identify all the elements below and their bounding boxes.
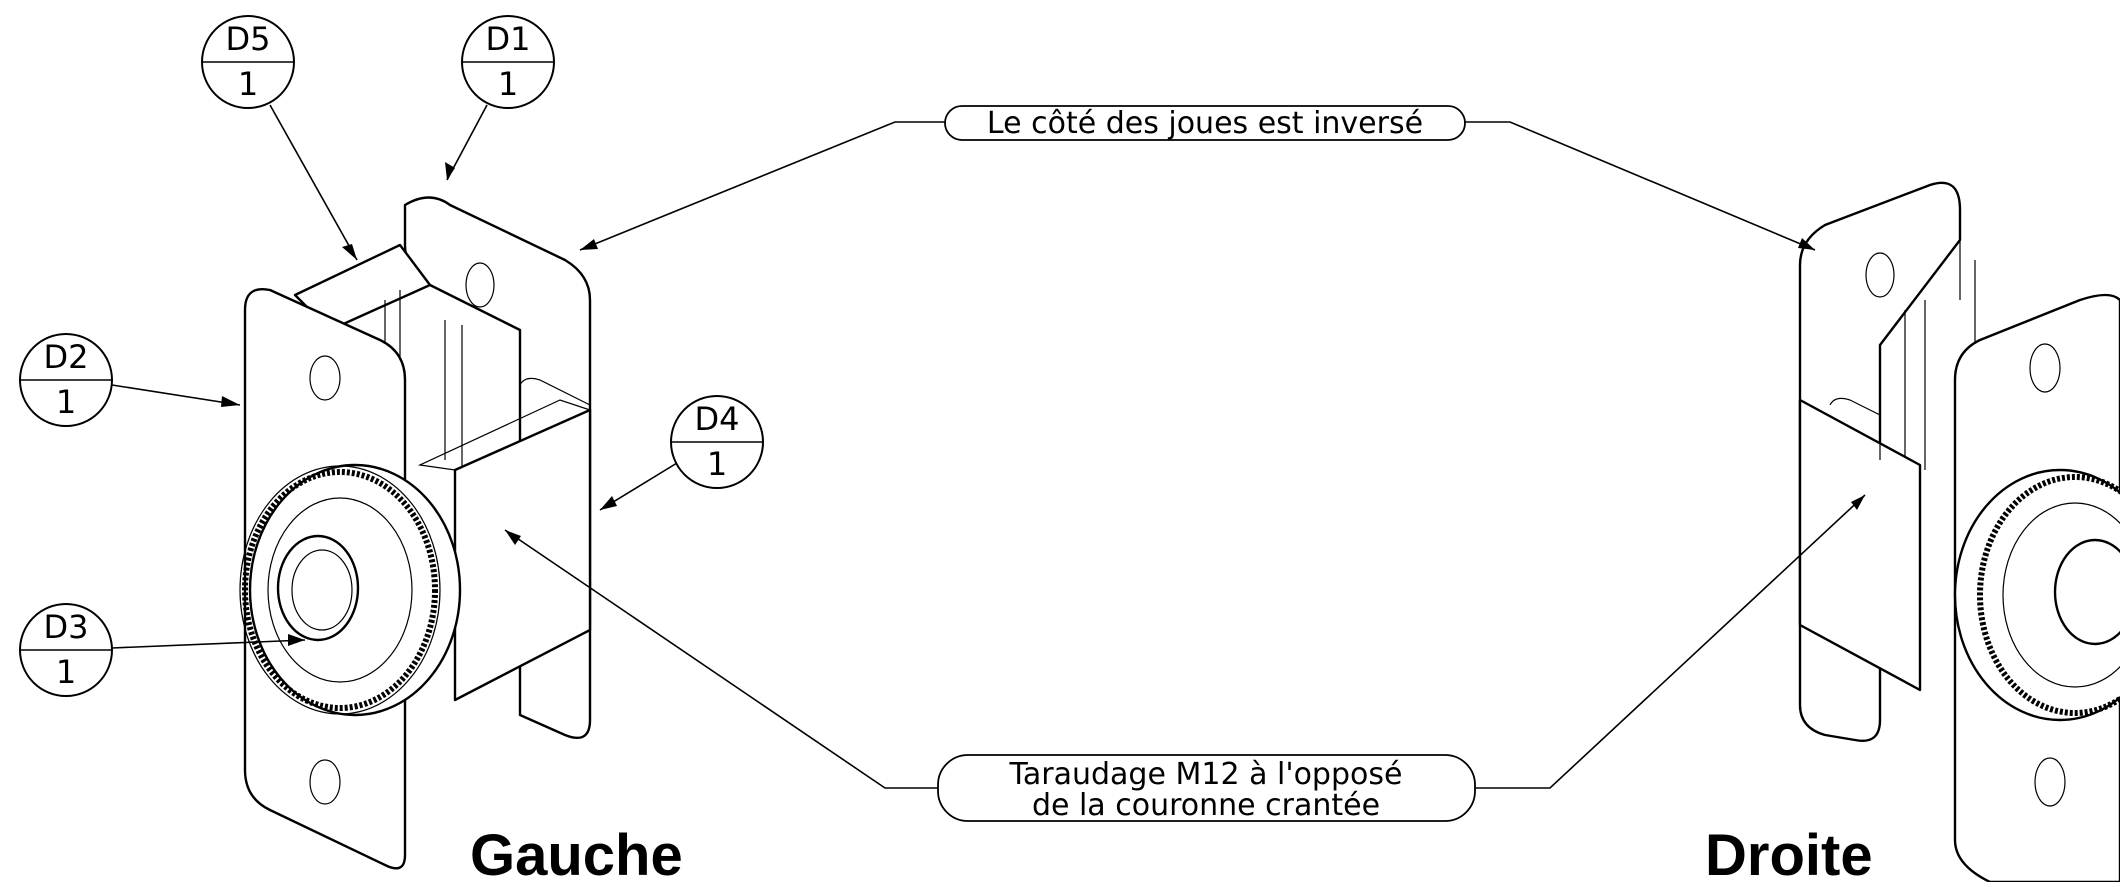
balloon-d2-bottom: 1 [56, 383, 76, 421]
right-crown-inner [2002, 502, 2120, 688]
right-rear-hole [1865, 252, 1895, 298]
balloon-d5: D5 1 [201, 15, 295, 109]
view-label-left: Gauche [470, 823, 683, 882]
arrow-tapping-right [1851, 495, 1865, 510]
right-serrated-crown [1977, 474, 2120, 716]
left-serrated-crown [242, 469, 438, 711]
balloon-d3-top: D3 [44, 608, 89, 646]
arrow-d4 [600, 496, 617, 510]
arrowheads [221, 162, 1865, 646]
balloon-d5-bottom: 1 [238, 65, 258, 103]
arrow-inverted-left [580, 239, 598, 250]
right-bore [2053, 538, 2120, 646]
note-inverted-side: Le côté des joues est inversé [944, 105, 1466, 141]
right-front-hole-bottom [2034, 757, 2066, 807]
arrow-tapping-left [505, 530, 521, 545]
left-front-hole-top [309, 355, 341, 401]
balloon-d4-top: D4 [695, 400, 740, 438]
leader-d3 [111, 639, 306, 649]
arrow-inverted-right [1798, 238, 1815, 250]
balloon-d2: D2 1 [19, 333, 113, 427]
right-front-hole-top [2029, 343, 2061, 393]
left-crown-inner [267, 497, 413, 683]
balloon-d1: D1 1 [461, 15, 555, 109]
left-crown-outer [239, 465, 441, 715]
left-hinge-part [239, 196, 592, 870]
balloon-d2-top: D2 [44, 338, 89, 376]
right-slot-u [1829, 397, 1881, 460]
left-bore [276, 534, 360, 642]
balloon-d1-top: D1 [486, 20, 531, 58]
balloon-d3-bottom: 1 [56, 653, 76, 691]
balloon-d5-top: D5 [226, 20, 271, 58]
balloon-d4: D4 1 [670, 395, 764, 489]
left-rear-hole [465, 262, 495, 308]
arrow-d3 [288, 634, 305, 646]
leader-d2 [111, 384, 241, 406]
left-block-top [417, 399, 592, 471]
leader-tapping-left [504, 529, 938, 789]
left-bore-inner [291, 549, 353, 631]
right-slot-lines [1904, 240, 1976, 470]
left-front-hole-bottom [309, 759, 341, 805]
leader-inverted-right [1465, 121, 1816, 251]
note-inverted-side-text: Le côté des joues est inversé [987, 106, 1423, 141]
arrow-d5 [342, 244, 357, 260]
balloon-d1-bottom: 1 [498, 65, 518, 103]
leader-tapping-right [1475, 494, 1866, 789]
leader-inverted-left [579, 121, 945, 251]
left-slot-lines [384, 290, 463, 470]
balloon-d4-bottom: 1 [707, 445, 727, 483]
arrow-d2 [221, 396, 240, 407]
arrow-d1 [445, 162, 455, 180]
note-tapping-line2: de la couronne crantée [1032, 788, 1380, 823]
balloon-d3: D3 1 [19, 603, 113, 697]
view-label-right: Droite [1705, 823, 1873, 882]
note-tapping: Taraudage M12 à l'opposé de la couronne … [937, 754, 1476, 823]
note-tapping-line1: Taraudage M12 à l'opposé [1009, 757, 1403, 792]
leader-d5 [269, 104, 358, 261]
right-hinge-part [1798, 181, 2120, 884]
